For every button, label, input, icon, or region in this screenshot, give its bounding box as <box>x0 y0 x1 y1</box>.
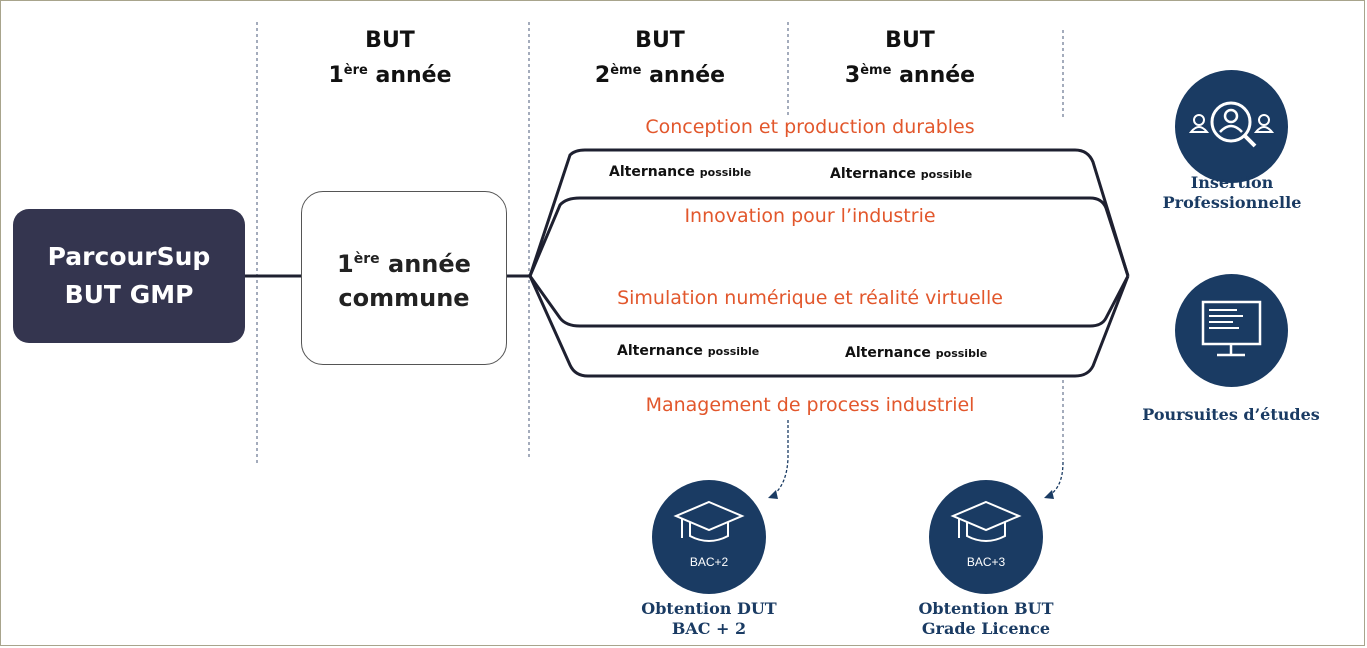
alternance-label-2: Alternance possible <box>830 166 973 182</box>
dut-line1: Obtention DUT <box>641 599 777 618</box>
people-search-icon <box>1175 70 1288 183</box>
track-outline-2 <box>528 196 1130 277</box>
poursuites-caption: Poursuites d’études <box>1142 405 1320 424</box>
monitor-icon <box>1175 274 1288 387</box>
header-year-2: BUT 2ème année <box>560 26 760 91</box>
insertion-line1: Insertion <box>1190 173 1274 192</box>
header-year-3-top: BUT <box>885 28 935 53</box>
alternance-label-3: Alternance possible <box>617 343 760 359</box>
header-year-1: BUT 1ère année <box>290 26 490 91</box>
common-year-box: 1ère année commune <box>301 191 507 365</box>
parcoursup-line2: BUT GMP <box>64 280 194 309</box>
parcoursup-line1: ParcourSup <box>47 242 211 271</box>
parcoursup-box: ParcourSup BUT GMP <box>13 209 245 343</box>
track-simulation: Simulation numérique et réalité virtuell… <box>617 287 1003 309</box>
but-line1: Obtention BUT <box>918 599 1054 618</box>
insertion-line2: Professionnelle <box>1162 193 1302 212</box>
dut-caption: Obtention DUT BAC + 2 <box>605 599 813 639</box>
insertion-caption: Insertion Professionnelle <box>1140 173 1324 213</box>
track-innovation: Innovation pour l’industrie <box>684 205 936 227</box>
track-outline-3 <box>528 275 1130 328</box>
track-outline-4 <box>528 275 1130 378</box>
but-caption: Obtention BUT Grade Licence <box>882 599 1090 639</box>
but-line2: Grade Licence <box>921 619 1051 638</box>
header-year-3: BUT 3ème année <box>810 26 1010 91</box>
common-year-line2: commune <box>338 283 470 312</box>
badge-bac3: BAC+3 <box>967 555 1006 569</box>
header-year-1-top: BUT <box>365 28 415 53</box>
graduation-cap-icon: BAC+3 <box>929 480 1043 594</box>
graduation-cap-icon: BAC+2 <box>652 480 766 594</box>
dut-line2: BAC + 2 <box>671 619 747 638</box>
track-outline-1 <box>528 148 1130 277</box>
track-conception: Conception et production durables <box>645 116 975 138</box>
badge-bac2: BAC+2 <box>690 555 729 569</box>
alternance-label-4: Alternance possible <box>845 345 988 361</box>
track-management: Management de process industriel <box>645 394 975 416</box>
header-year-2-top: BUT <box>635 28 685 53</box>
alternance-label-1: Alternance possible <box>609 164 752 180</box>
